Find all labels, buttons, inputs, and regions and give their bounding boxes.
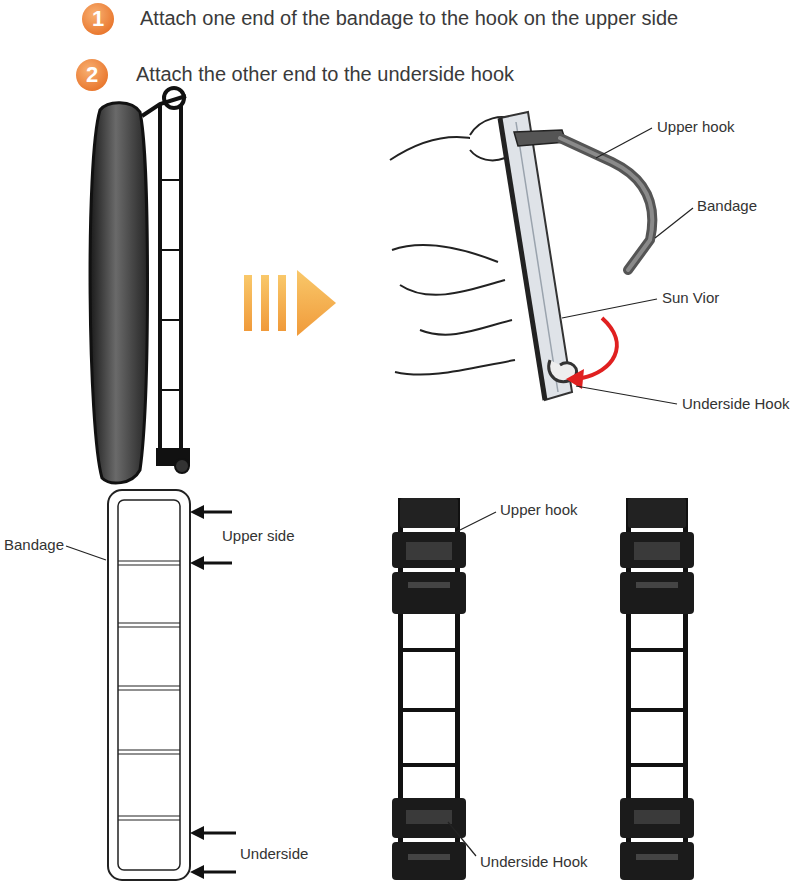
bandage-outline <box>108 490 190 880</box>
callout-label: Underside Hook <box>480 853 588 871</box>
leader-line <box>448 822 476 856</box>
bandage-outline <box>118 500 180 870</box>
step-number: 1 <box>81 2 115 36</box>
bandage-outline <box>118 564 180 565</box>
pointer-arrow <box>190 505 204 519</box>
hand-visor-illustration <box>395 360 515 375</box>
step-instruction: Attach one end of the bandage to the hoo… <box>140 6 678 30</box>
step-number-circle: 2 <box>75 58 109 92</box>
step-arrow <box>261 275 269 331</box>
visor-side-view <box>179 104 183 458</box>
step-circle <box>76 59 108 91</box>
visor-side-view <box>175 459 189 473</box>
step-arrow <box>278 275 286 331</box>
hand-visor-illustration <box>500 112 572 400</box>
hand-visor-illustration <box>400 280 505 295</box>
callout-label: Upper side <box>222 527 295 545</box>
callout-label: Underside <box>240 845 308 863</box>
pointer-arrow <box>190 826 204 840</box>
pointer-arrow <box>200 832 236 835</box>
pointer-arrow <box>66 505 236 879</box>
hand-visor-illustration <box>560 138 652 270</box>
hand-visor-illustration <box>560 138 652 270</box>
step-number-circle: 1 <box>81 2 115 36</box>
leader-line <box>452 512 496 534</box>
leader-line <box>562 299 657 318</box>
bandage-outline <box>118 626 180 627</box>
callout-label: Upper hook <box>657 118 735 136</box>
step-arrow <box>297 270 336 336</box>
hook-bracket <box>392 498 466 880</box>
red-turn-arrow <box>566 318 617 389</box>
pointer-arrow <box>190 556 204 570</box>
callout-label: Upper hook <box>500 501 578 519</box>
leader-line <box>576 386 677 404</box>
visor-side-view <box>160 319 181 321</box>
bandage-outline <box>118 685 180 686</box>
leader-line <box>562 128 693 404</box>
hand-visor-illustration <box>390 137 480 160</box>
pointer-arrow <box>66 546 106 560</box>
pointer-arrow <box>190 865 204 879</box>
bandage-outline <box>108 490 190 880</box>
leader-line <box>448 512 496 856</box>
hand-visor-illustration <box>420 320 512 335</box>
bandage-outline <box>118 560 180 561</box>
bandage-outline <box>118 753 180 754</box>
visor-side-view <box>142 96 186 116</box>
bandage-outline <box>118 749 180 750</box>
step-number: 2 <box>75 58 109 92</box>
bandage-outline <box>118 622 180 623</box>
bandage-outline <box>118 815 180 816</box>
callout-label: Underside Hook <box>682 395 790 413</box>
step-arrow <box>244 275 252 331</box>
hand-visor-illustration <box>516 122 558 392</box>
leader-line <box>596 128 652 158</box>
step-instruction: Attach the other end to the underside ho… <box>136 62 514 86</box>
step-arrow <box>244 270 336 336</box>
step-circle <box>82 3 114 35</box>
callout-label: Sun Vior <box>662 289 719 307</box>
visor-side-view <box>90 103 147 483</box>
visor-side-view <box>158 104 162 458</box>
pointer-arrow <box>200 511 232 514</box>
bandage-outline <box>118 689 180 690</box>
hook-bracket <box>392 498 694 880</box>
hand-visor-illustration <box>390 112 652 400</box>
hook-bracket <box>620 498 694 880</box>
pointer-arrow <box>200 871 236 874</box>
visor-side-view <box>160 249 181 251</box>
leader-line <box>655 208 693 238</box>
red-turn-arrow <box>582 318 617 378</box>
red-turn-arrow <box>566 369 584 389</box>
callout-label: Bandage <box>4 536 64 554</box>
visor-side-view <box>90 88 190 483</box>
pointer-arrow <box>200 562 232 565</box>
visor-side-view <box>160 389 181 391</box>
callout-label: Bandage <box>697 197 757 215</box>
visor-side-view <box>160 179 181 181</box>
hand-visor-illustration <box>392 245 498 262</box>
bandage-outline <box>118 819 180 820</box>
